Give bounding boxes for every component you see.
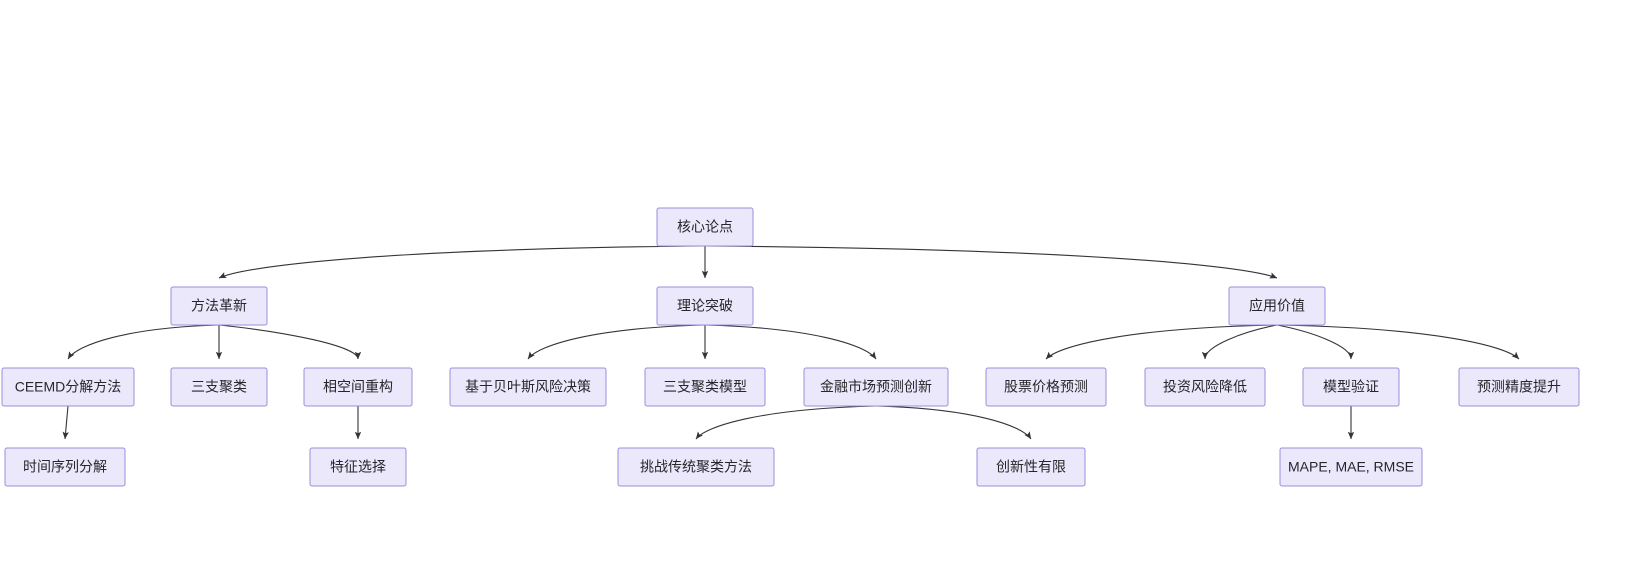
node-挑战传统聚类方法[interactable]: 挑战传统聚类方法 (617, 447, 775, 487)
node-box[interactable] (1458, 367, 1580, 407)
node-创新性有限[interactable]: 创新性有限 (976, 447, 1086, 487)
edge-核心论点-to-应用价值 (704, 245, 1278, 279)
node-label: 三支聚类 (191, 379, 247, 395)
node-label: 投资风险降低 (1163, 379, 1247, 395)
node-股票价格预测[interactable]: 股票价格预测 (985, 367, 1107, 407)
node-box[interactable] (1279, 447, 1423, 487)
node-label: CEEMD分解方法 (15, 379, 122, 395)
node-金融市场预测创新[interactable]: 金融市场预测创新 (803, 367, 949, 407)
node-label: 理论突破 (677, 298, 733, 314)
edge-金融市场预测创新-to-挑战传统聚类方法 (695, 405, 877, 440)
node-label: 特征选择 (330, 459, 386, 475)
node-box[interactable] (617, 447, 775, 487)
node-box[interactable] (4, 447, 126, 487)
node-方法革新[interactable]: 方法革新 (170, 286, 268, 326)
edge-layer (62, 245, 1520, 440)
node-label: 股票价格预测 (1004, 379, 1088, 395)
node-box[interactable] (1228, 286, 1326, 326)
node-label: MAPE, MAE, RMSE (1288, 459, 1414, 475)
node-ceemd分解方法[interactable]: CEEMD分解方法 (1, 367, 135, 407)
node-label: 应用价值 (1249, 298, 1305, 314)
node-label: 三支聚类模型 (663, 379, 747, 395)
node-label: 金融市场预测创新 (820, 379, 932, 395)
node-三支聚类模型[interactable]: 三支聚类模型 (644, 367, 766, 407)
node-label: 挑战传统聚类方法 (640, 459, 752, 475)
node-box[interactable] (303, 367, 413, 407)
node-box[interactable] (1144, 367, 1266, 407)
node-label: 基于贝叶斯风险决策 (465, 379, 591, 395)
edge-ceemd分解方法-to-时间序列分解 (62, 405, 69, 440)
edge-应用价值-to-股票价格预测 (1045, 324, 1278, 360)
node-模型验证[interactable]: 模型验证 (1302, 367, 1400, 407)
edge-理论突破-to-基于贝叶斯风险决策 (527, 324, 706, 360)
node-基于贝叶斯风险决策[interactable]: 基于贝叶斯风险决策 (449, 367, 607, 407)
edge-核心论点-to-方法革新 (218, 245, 706, 279)
node-box[interactable] (170, 286, 268, 326)
node-三支聚类[interactable]: 三支聚类 (170, 367, 268, 407)
node-label: 预测精度提升 (1477, 379, 1561, 395)
edge-方法革新-to-ceemd分解方法 (67, 324, 220, 360)
node-理论突破[interactable]: 理论突破 (656, 286, 754, 326)
node-label: 时间序列分解 (23, 459, 107, 475)
edge-应用价值-to-投资风险降低 (1201, 324, 1278, 360)
node-label: 模型验证 (1323, 379, 1379, 395)
node-box[interactable] (803, 367, 949, 407)
node-box[interactable] (449, 367, 607, 407)
edge-应用价值-to-预测精度提升 (1276, 324, 1520, 360)
node-label: 核心论点 (677, 219, 733, 235)
node-核心论点[interactable]: 核心论点 (656, 207, 754, 247)
node-mape-mae-rmse[interactable]: MAPE, MAE, RMSE (1279, 447, 1423, 487)
node-时间序列分解[interactable]: 时间序列分解 (4, 447, 126, 487)
node-相空间重构[interactable]: 相空间重构 (303, 367, 413, 407)
node-box[interactable] (976, 447, 1086, 487)
node-box[interactable] (985, 367, 1107, 407)
node-投资风险降低[interactable]: 投资风险降低 (1144, 367, 1266, 407)
node-box[interactable] (656, 286, 754, 326)
edge-方法革新-to-相空间重构 (218, 324, 362, 360)
node-特征选择[interactable]: 特征选择 (309, 447, 407, 487)
node-label: 方法革新 (191, 298, 247, 314)
node-box[interactable] (656, 207, 754, 247)
edge-金融市场预测创新-to-创新性有限 (875, 405, 1032, 440)
edge-应用价值-to-模型验证 (1276, 324, 1355, 360)
edge-理论突破-to-金融市场预测创新 (704, 324, 877, 360)
node-label: 相空间重构 (323, 379, 393, 395)
node-应用价值[interactable]: 应用价值 (1228, 286, 1326, 326)
node-box[interactable] (644, 367, 766, 407)
node-预测精度提升[interactable]: 预测精度提升 (1458, 367, 1580, 407)
node-box[interactable] (1, 367, 135, 407)
node-box[interactable] (1302, 367, 1400, 407)
node-label: 创新性有限 (996, 459, 1066, 475)
node-box[interactable] (170, 367, 268, 407)
node-box[interactable] (309, 447, 407, 487)
